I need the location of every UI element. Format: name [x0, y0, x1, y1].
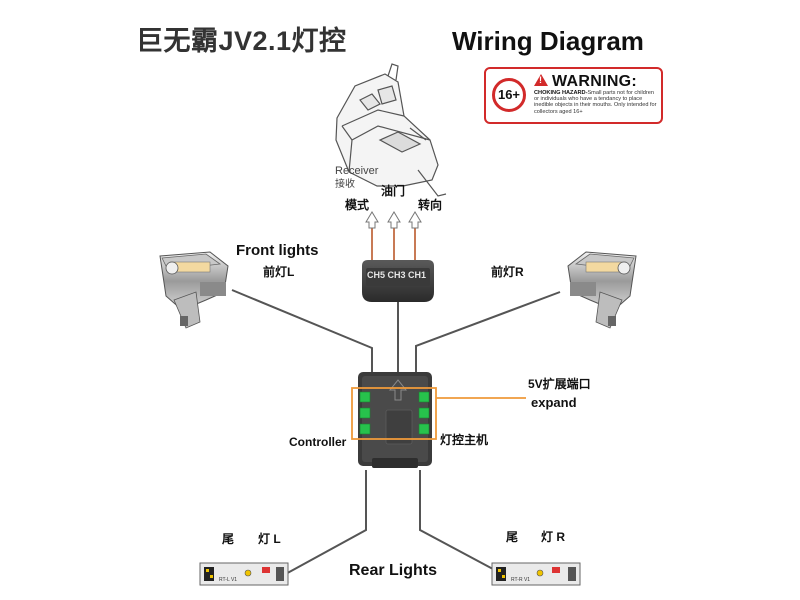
channel-label-throttle: 油门	[381, 184, 406, 198]
warning-text: CHOKING HAZARD-Small parts not for child…	[534, 90, 660, 115]
controller-arrow-icon	[388, 379, 408, 401]
receiver-wires	[371, 226, 416, 262]
warning-heading-text: WARNING:	[552, 73, 638, 90]
expand-label-cn: 5V扩展端口	[528, 377, 591, 391]
title-cn: 巨无霸JV2.1灯控	[136, 26, 347, 56]
expand-label-en: expand	[531, 395, 577, 410]
channel-box-label: CH5 CH3 CH1	[367, 270, 427, 280]
age-badge: 16+	[492, 78, 526, 112]
rear-lights-heading: Rear Lights	[349, 562, 438, 579]
receiver-device	[335, 63, 447, 197]
rear-left-label-tag: 灯 L	[258, 532, 281, 546]
channel-label-mode: 模式	[345, 198, 370, 212]
front-light-right	[567, 251, 637, 329]
rear-left-label-cn: 尾	[222, 532, 235, 546]
rear-light-left-board	[199, 562, 289, 586]
front-light-left	[159, 251, 229, 329]
title-en: Wiring Diagram	[452, 26, 644, 56]
warning-text-body: Small parts not for children or individu…	[534, 90, 657, 115]
cables	[231, 289, 561, 577]
rear-right-label-tag: 灯 R	[541, 530, 566, 544]
front-lights-heading: Front lights	[236, 242, 319, 259]
rear-right-board-text: RT-R V1	[511, 577, 531, 583]
warning-triangle-icon	[534, 74, 548, 86]
rear-left-board-text: RT-L V1	[219, 577, 238, 583]
channel-box	[362, 260, 434, 302]
controller-label-cn: 灯控主机	[440, 433, 489, 447]
controller-unit	[351, 372, 526, 468]
channel-label-steer: 转向	[418, 198, 443, 212]
controller-label-en: Controller	[289, 435, 347, 449]
warning-heading: WARNING:	[534, 73, 637, 91]
warning-box: 16+ WARNING: CHOKING HAZARD-Small parts …	[484, 67, 663, 124]
front-light-right-label: 前灯R	[491, 265, 524, 279]
arrow-up-icon	[365, 211, 422, 229]
receiver-label-en: Receiver	[335, 165, 379, 177]
rear-light-right-board	[491, 562, 581, 586]
front-light-left-label: 前灯L	[263, 265, 295, 279]
receiver-label-cn: 接收	[335, 179, 355, 190]
warning-text-bold: CHOKING HAZARD-	[534, 90, 588, 96]
rear-right-label-cn: 尾	[506, 530, 519, 544]
